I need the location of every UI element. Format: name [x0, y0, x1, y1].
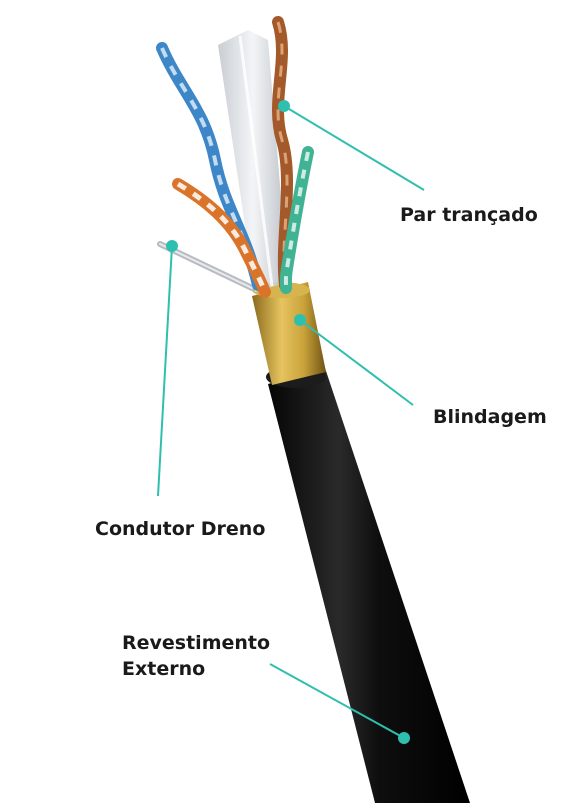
label-outer-jacket: Revestimento Externo: [122, 630, 270, 682]
callout-drain-wire: [157, 240, 178, 497]
brown-twisted-pair: [272, 16, 294, 291]
orange-twisted-pair: [172, 178, 271, 298]
drain-wire-highlight: [159, 243, 253, 289]
callout-shield: [294, 314, 414, 406]
separator-edge: [238, 35, 274, 287]
label-shield: Blindagem: [433, 406, 547, 428]
callout-twisted-pair: [278, 100, 425, 191]
outer-jacket: [268, 368, 470, 803]
label-twisted-pair: Par trançado: [400, 204, 538, 226]
cable-separator: [218, 30, 288, 292]
label-outer-jacket-line2: Externo: [122, 658, 206, 680]
green-twisted-pair: [279, 146, 314, 294]
label-drain-wire: Condutor Dreno: [95, 518, 266, 540]
foil-shield: [252, 282, 326, 385]
callout-jacket: [269, 663, 410, 744]
label-outer-jacket-line1: Revestimento: [122, 632, 271, 654]
